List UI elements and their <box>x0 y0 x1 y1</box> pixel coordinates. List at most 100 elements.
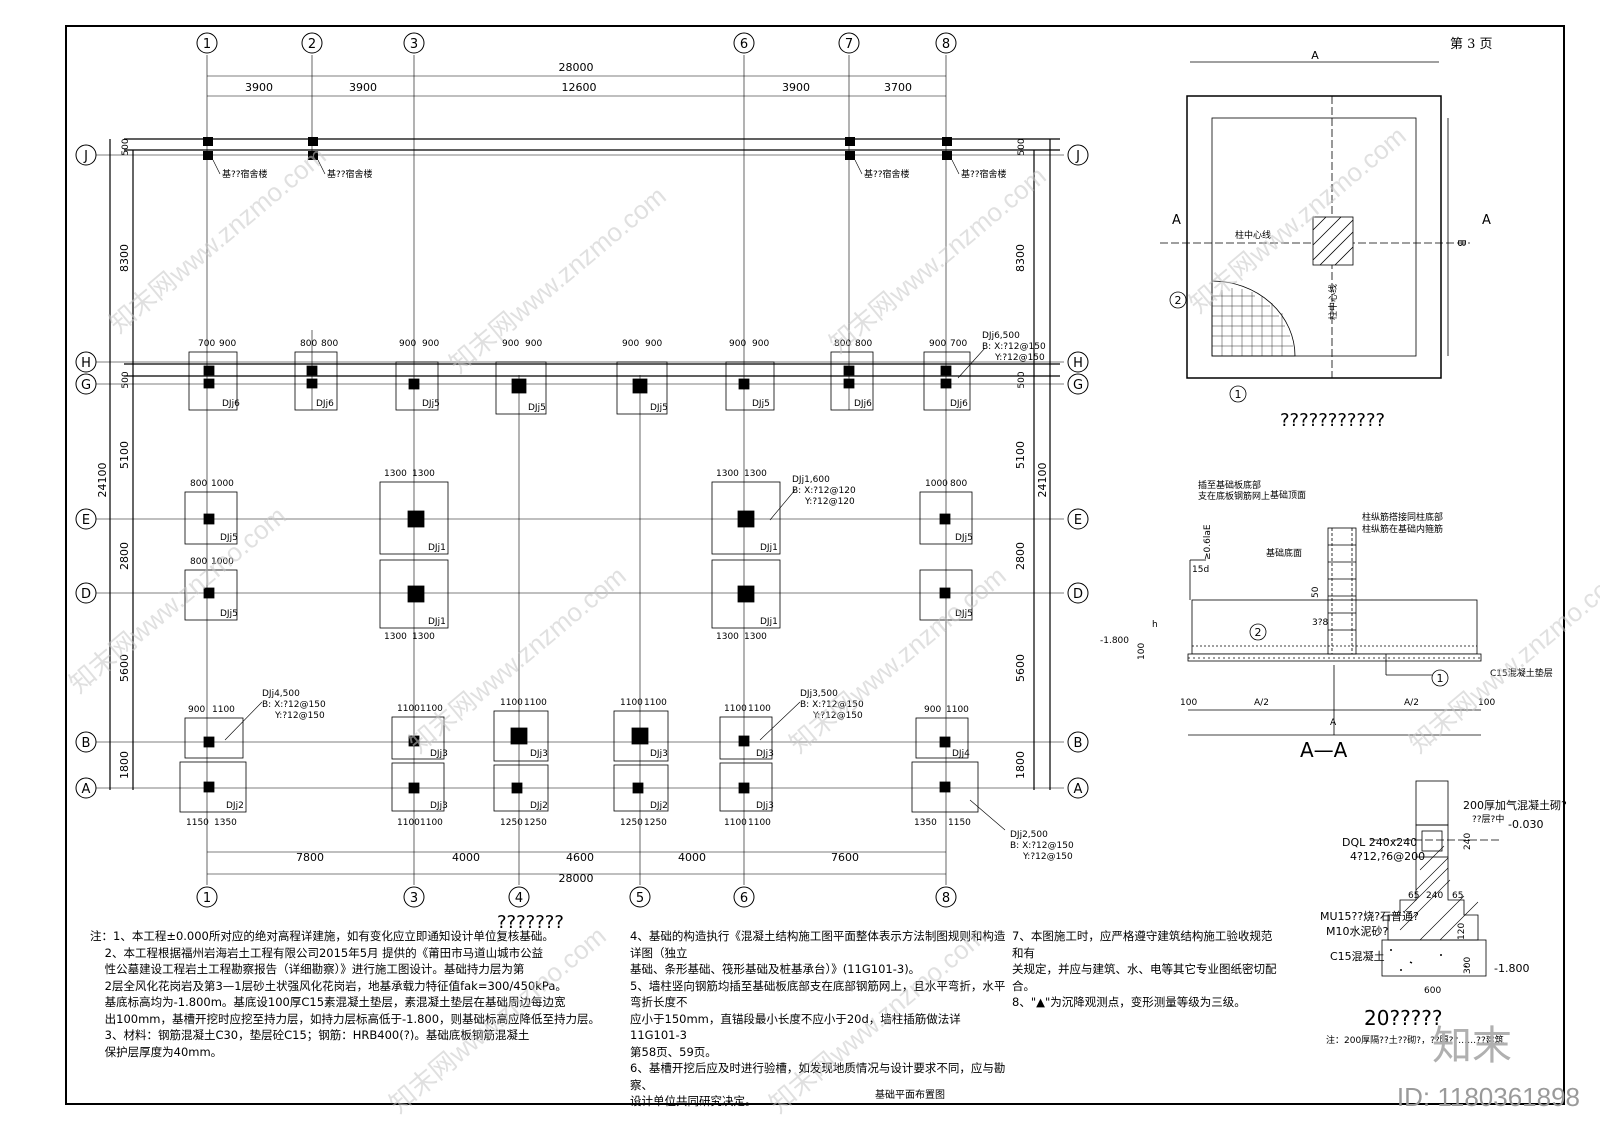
wall-l13: C15混凝土 <box>1330 949 1385 963</box>
section-lbl-depth: -1.800 <box>1100 636 1129 646</box>
wall-l11: M10水泥砂? <box>1326 925 1388 938</box>
svg-text:DJj1: DJj1 <box>428 617 446 627</box>
section-lbl-h: h <box>1152 620 1158 630</box>
dim-left-span-1: 8300 <box>118 244 131 272</box>
svg-text:900: 900 <box>729 339 746 349</box>
dim-bottom-span-4: 4000 <box>678 851 706 864</box>
axis-bubble-bottom-4: 4 <box>508 886 530 908</box>
wall-note: 注：200厚隔??土??砌?，??隔??……??建筑 <box>1326 1034 1504 1046</box>
svg-text:DJj5: DJj5 <box>650 403 668 413</box>
wall-l2: ??层?中 <box>1472 813 1504 825</box>
svg-text:8: 8 <box>942 37 950 52</box>
axis-bubble-bottom-8: 8 <box>935 886 957 908</box>
section-lbl-top: 基础顶面 <box>1270 489 1306 501</box>
svg-text:4: 4 <box>515 891 523 906</box>
svg-text:Y:?12@150: Y:?12@150 <box>812 711 863 721</box>
column-j8: 基??宿舍楼 <box>942 137 1007 180</box>
svg-text:2: 2 <box>308 37 316 52</box>
svg-text:900: 900 <box>752 339 769 349</box>
axis-bubble-top-3: 3 <box>403 32 425 54</box>
svg-text:7: 7 <box>845 37 853 52</box>
svg-text:1250: 1250 <box>620 818 643 828</box>
wall-l6: 240 <box>1463 833 1473 850</box>
column-j1: 基??宿舍楼 <box>203 137 268 180</box>
dim-left-500b: 500 <box>121 371 131 388</box>
note-line: 4、基础的构造执行《混凝土结构施工图平面整体表示方法制图规则和构造详图（独立 <box>630 929 1006 960</box>
svg-text:DJj3: DJj3 <box>430 801 448 811</box>
note-line: 6、基槽开挖后应及时进行验槽，如发现地质情况与设计要求不同，应与勘察、 <box>630 1061 1006 1092</box>
svg-text:1100: 1100 <box>724 704 747 714</box>
axis-bubble-left-B: B <box>75 731 97 753</box>
svg-text:1350: 1350 <box>914 818 937 828</box>
wall-l16: 600 <box>1424 986 1441 996</box>
svg-text:B: X:?12@150: B: X:?12@150 <box>262 700 326 710</box>
svg-text:1100: 1100 <box>748 704 771 714</box>
section-lbl-bot: 基础底面 <box>1266 547 1302 559</box>
detail-caption: ??????????? <box>1280 410 1385 431</box>
section-lbl-c15: C15混凝土垫层 <box>1490 667 1553 679</box>
axis-bubble-left-A: A <box>75 777 97 799</box>
section-lbl-note4: 柱纵筋在基础内箍筋 <box>1362 523 1443 535</box>
svg-text:DJj3: DJj3 <box>756 801 774 811</box>
svg-text:H: H <box>1073 356 1083 371</box>
svg-text:1250: 1250 <box>644 818 667 828</box>
section-lbl-a2-l: A/2 <box>1254 698 1269 708</box>
note-line: 注：1、本工程±0.000所对应的绝对高程详建施，如有变化应立即通知设计单位复核… <box>90 929 554 943</box>
svg-text:1100: 1100 <box>946 705 969 715</box>
svg-text:DJj2: DJj2 <box>650 801 668 811</box>
dim-top-span-4: 3900 <box>782 81 810 94</box>
svg-text:1100: 1100 <box>397 818 420 828</box>
svg-text:E: E <box>1074 513 1082 528</box>
detail-sec-a-right: A <box>1482 213 1491 228</box>
svg-text:900: 900 <box>399 339 416 349</box>
svg-text:Y:?12@150: Y:?12@150 <box>994 353 1045 363</box>
axis-bubble-top-6: 6 <box>733 32 755 54</box>
note-line: 关规定，并应与建筑、水、电等其它专业图纸密切配合。 <box>1012 962 1277 993</box>
axis-bubble-right-B: B <box>1067 731 1089 753</box>
section-lbl-100-l: 100 <box>1180 698 1197 708</box>
svg-text:DJj1,600: DJj1,600 <box>792 475 830 485</box>
axis-bubble-top-1: 1 <box>196 32 218 54</box>
svg-text:3: 3 <box>410 891 418 906</box>
svg-text:800: 800 <box>190 557 207 567</box>
svg-text:1000: 1000 <box>211 479 234 489</box>
svg-text:900: 900 <box>645 339 662 349</box>
detail-marker-2: 2 <box>1175 294 1182 307</box>
svg-text:1300: 1300 <box>384 469 407 479</box>
svg-text:1300: 1300 <box>716 632 739 642</box>
svg-text:B: B <box>82 736 91 751</box>
note-line: 2层全风化花岗岩及第3—1层砂土状强风化花岗岩，地基承载力特征值fak=300/… <box>90 978 567 993</box>
svg-text:1000: 1000 <box>211 557 234 567</box>
section-lbl-15d: 15d <box>1192 565 1209 575</box>
wall-l9: 65 <box>1452 891 1463 901</box>
section-lbl-06: ≥0.6laE <box>1203 524 1213 560</box>
dim-top-span-3: 12600 <box>562 81 597 94</box>
section-title: A—A <box>1300 738 1348 762</box>
dim-left-span-4: 5600 <box>118 654 131 682</box>
wall-l7: 65 <box>1408 891 1419 901</box>
dim-right-span-1: 8300 <box>1014 244 1027 272</box>
section-lbl-100-r: 100 <box>1478 698 1495 708</box>
section-marker-2: 2 <box>1255 626 1262 639</box>
svg-text:B: X:?12@150: B: X:?12@150 <box>800 700 864 710</box>
svg-text:G: G <box>1073 378 1083 393</box>
axis-bubble-bottom-6: 6 <box>733 886 755 908</box>
note-line: 基底标高均为-1.800m。基底设100厚C15素混凝土垫层，素混凝土垫层在基础… <box>90 995 566 1009</box>
svg-text:1100: 1100 <box>524 698 547 708</box>
axis-bubble-right-E: E <box>1067 508 1089 530</box>
svg-text:1100: 1100 <box>620 698 643 708</box>
